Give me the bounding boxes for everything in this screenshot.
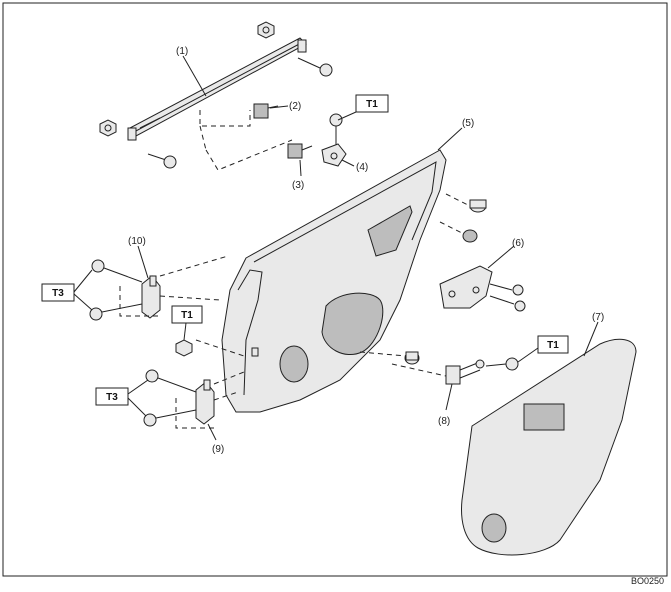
hinge-bolts-upper xyxy=(89,259,143,321)
part-8-lock xyxy=(445,357,519,385)
bolt-t1-mid xyxy=(175,339,193,357)
torque-tag-t1-top: T1 xyxy=(337,94,389,121)
part-2-clip xyxy=(253,103,279,119)
part-9-hinge xyxy=(195,379,215,425)
label-part-4: (4) xyxy=(356,162,368,173)
svg-text:T1: T1 xyxy=(366,99,378,110)
diagram-frame xyxy=(2,2,668,577)
label-part-8: (8) xyxy=(438,416,450,427)
nut-left xyxy=(99,119,117,137)
part-1-weatherstrip xyxy=(127,37,307,141)
label-part-3: (3) xyxy=(292,180,304,191)
part-10-hinge xyxy=(141,275,161,319)
svg-text:T1: T1 xyxy=(547,340,559,351)
part-4-bracket xyxy=(321,113,347,167)
label-part-6: (6) xyxy=(512,238,524,249)
label-part-7: (7) xyxy=(592,312,604,323)
screw-top xyxy=(297,57,333,77)
torque-tag-t3-upper: T3 xyxy=(41,269,93,311)
hinge-bolts-lower xyxy=(143,369,197,427)
label-part-5: (5) xyxy=(462,118,474,129)
label-part-9: (9) xyxy=(212,444,224,455)
cap-mid xyxy=(404,351,420,365)
part-6-bracket xyxy=(439,265,493,309)
label-part-1: (1) xyxy=(176,46,188,57)
svg-text:T3: T3 xyxy=(106,392,118,403)
part-3-clip xyxy=(287,143,313,159)
cap-lower xyxy=(462,229,478,243)
screw-left xyxy=(147,153,177,169)
torque-tag-t1-mid: T1 xyxy=(171,305,203,341)
label-part-2: (2) xyxy=(289,101,301,112)
label-part-10: (10) xyxy=(128,236,146,247)
bolts-6 xyxy=(489,283,526,312)
nut-top xyxy=(257,21,275,39)
torque-tag-t1-right: T1 xyxy=(517,335,569,363)
svg-text:T1: T1 xyxy=(181,310,193,321)
svg-text:T3: T3 xyxy=(52,288,64,299)
part-5-door-panel xyxy=(221,149,447,413)
cap-upper xyxy=(469,199,487,213)
reference-code: BO0250 xyxy=(631,576,664,586)
torque-tag-t3-lower: T3 xyxy=(95,379,149,417)
part-7-trim-panel xyxy=(461,338,637,556)
